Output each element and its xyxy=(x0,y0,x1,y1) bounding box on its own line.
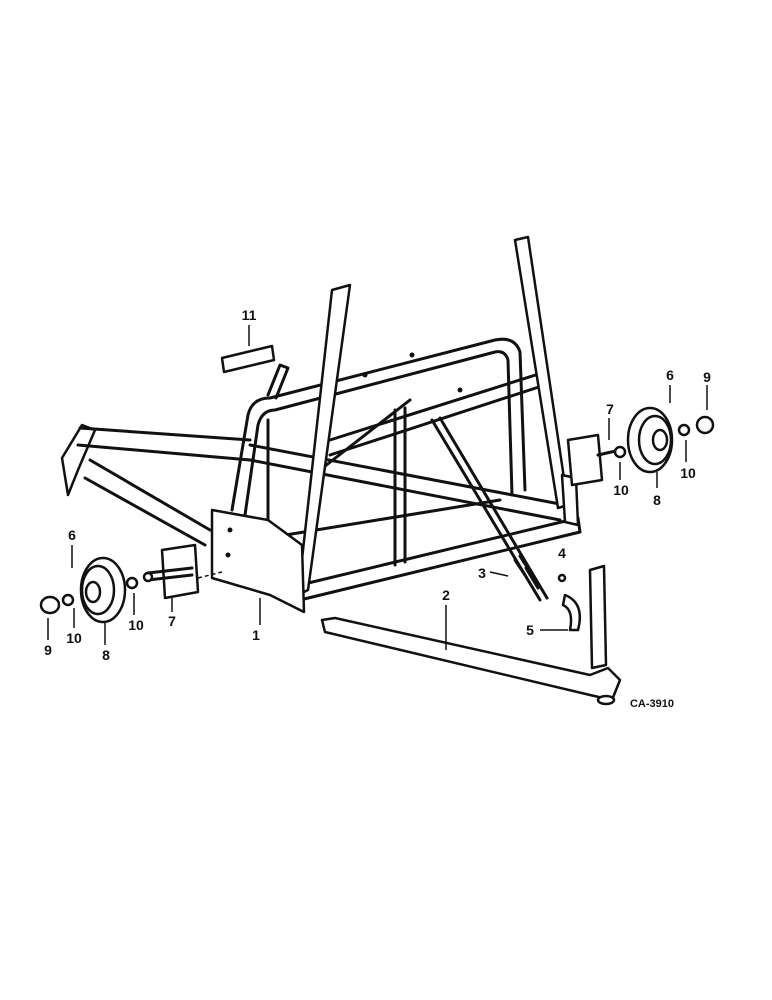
plate-11 xyxy=(220,344,276,374)
callout-10-left-a: 10 xyxy=(66,630,82,646)
left-tall-post xyxy=(296,283,352,597)
diagram-code: CA-3910 xyxy=(630,698,674,710)
clip-5 xyxy=(561,593,582,632)
hitch-bracket xyxy=(60,423,97,497)
callout-7-right: 7 xyxy=(606,401,614,417)
callout-8-right: 8 xyxy=(653,492,661,508)
callout-6-right: 6 xyxy=(666,367,674,383)
bracket-7-left xyxy=(160,543,200,600)
callout-9-left: 9 xyxy=(44,642,52,658)
right-wheel-assembly xyxy=(566,406,715,487)
callout-3: 3 xyxy=(478,565,486,581)
callout-11: 11 xyxy=(242,307,257,323)
callout-1: 1 xyxy=(252,627,260,643)
callout-7-left: 7 xyxy=(168,613,176,629)
callout-10-left-b: 10 xyxy=(128,617,144,633)
left-wheel-assembly xyxy=(39,543,200,624)
callout-2: 2 xyxy=(442,587,450,603)
callout-5: 5 xyxy=(526,622,534,638)
callout-6-left: 6 xyxy=(68,527,76,543)
bracket-7-right xyxy=(566,433,604,487)
main-frame xyxy=(60,235,582,614)
pin-4 xyxy=(557,573,567,583)
bearing-9-right xyxy=(695,415,715,435)
callout-10-right-a: 10 xyxy=(613,482,629,498)
bearing-9-left xyxy=(39,595,61,615)
callout-8-left: 8 xyxy=(102,647,110,663)
callout-4: 4 xyxy=(558,545,566,561)
callout-9-right: 9 xyxy=(703,369,711,385)
callout-10-right-b: 10 xyxy=(680,465,696,481)
front-end-plate xyxy=(210,508,306,614)
adjusting-rod-3 xyxy=(430,416,549,602)
lower-arm-2 xyxy=(320,564,622,706)
